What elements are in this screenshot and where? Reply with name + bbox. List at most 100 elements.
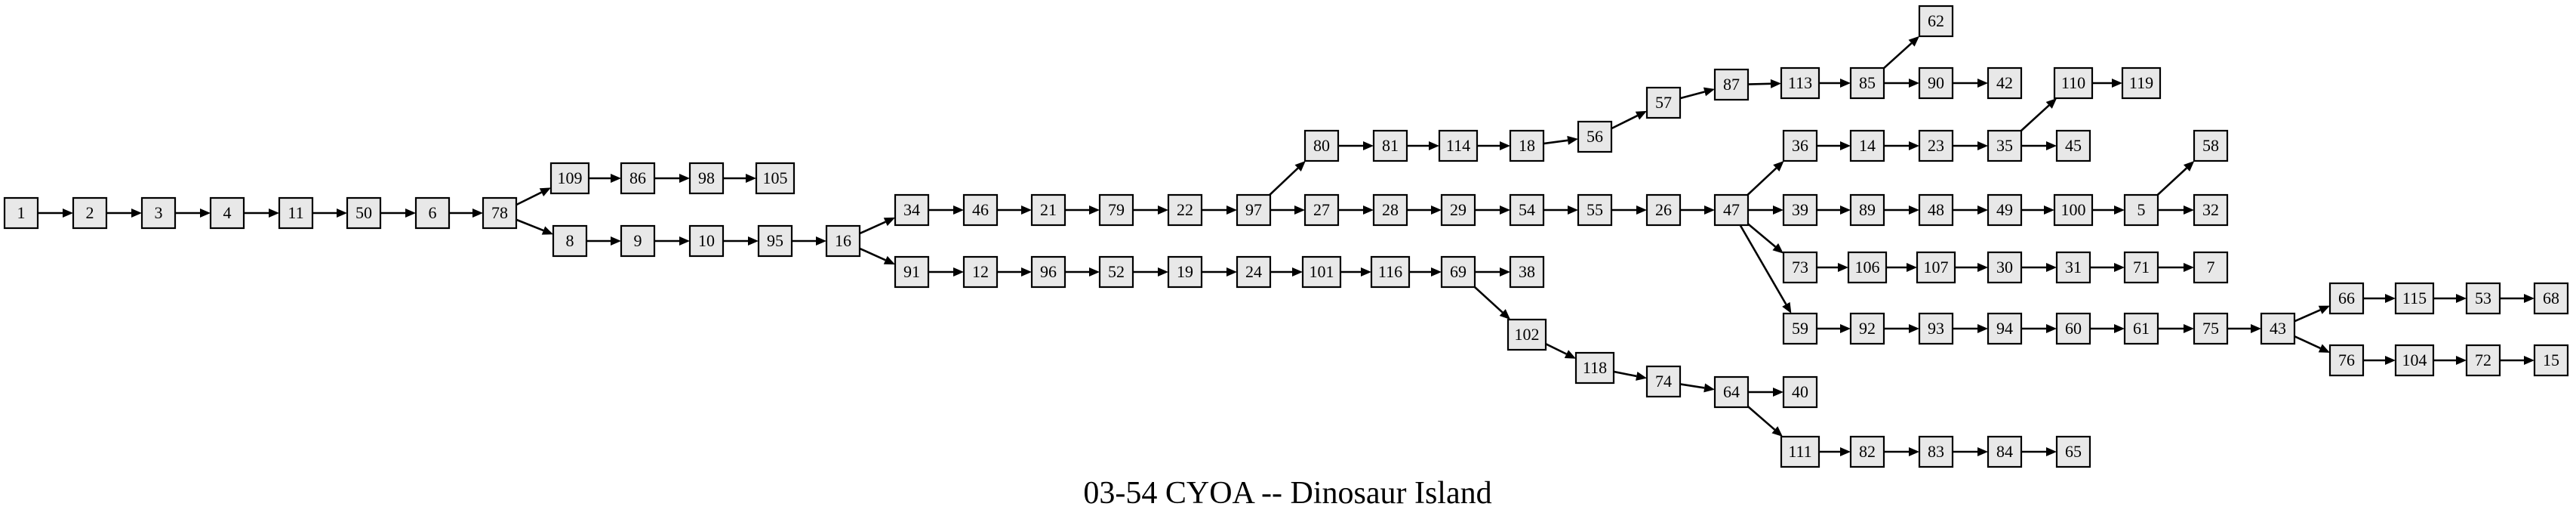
node-75: 75 [2193,312,2229,345]
node-box [688,224,725,258]
node-label: 111 [1788,442,1811,461]
node-label: 82 [1859,442,1876,461]
node-18: 18 [1509,129,1545,162]
arrowhead-icon [2046,263,2057,272]
edge-69-to-102 [1474,286,1511,320]
node-label: 107 [1924,258,1949,276]
arrowhead-icon [1907,263,1917,272]
node-85: 85 [1849,66,1885,100]
node-label: 54 [1519,200,1535,219]
edge-47-to-39 [1748,205,1784,215]
arrowhead-icon [1363,205,1374,215]
node-box [1370,255,1411,289]
node-label: 59 [1792,319,1808,338]
edge-31-to-71 [2090,263,2125,272]
edge-14-to-23 [1884,141,1919,150]
edge-85-to-90 [1884,79,1919,88]
arrowhead-icon [1703,87,1715,97]
arrowhead-icon [63,209,73,218]
edge-71-to-7 [2158,263,2194,272]
arrowhead-icon [1568,205,1578,215]
node-82: 82 [1849,435,1885,468]
node-label: 40 [1792,382,1808,401]
node-label: 50 [355,203,372,222]
node-box [1509,255,1545,289]
node-83: 83 [1918,435,1954,468]
arrowhead-icon [2524,356,2534,365]
node-box [1301,255,1342,289]
arrowhead-icon [2114,324,2125,333]
node-label: 73 [1792,258,1808,276]
node-105: 105 [755,162,796,195]
edge-39-to-89 [1817,205,1851,215]
node-93: 93 [1918,312,1954,345]
node-6: 6 [414,196,451,230]
arrowhead-icon [1499,309,1511,320]
edge-116-to-69 [1409,267,1442,276]
node-29: 29 [1440,193,1476,227]
arrowhead-icon [1770,79,1781,88]
node-label: 27 [1313,200,1330,219]
node-40: 40 [1782,375,1818,409]
node-label: 21 [1040,200,1057,219]
node-label: 92 [1859,319,1876,338]
edge-100-to-5 [2092,205,2125,215]
arrowhead-icon [1704,205,1715,215]
node-label: 18 [1519,136,1535,155]
node-box [1987,312,2023,345]
node-box [2123,312,2159,345]
arrowhead-icon [1361,267,1371,276]
node-label: 12 [972,262,989,281]
node-5: 5 [2123,193,2159,227]
node-box [2121,66,2162,100]
edge-34-to-46 [928,205,964,215]
arrowhead-icon [1500,205,1510,215]
node-label: 75 [2202,319,2219,338]
edge-47-to-59 [1739,224,1792,314]
node-label: 115 [2402,289,2427,307]
node-27: 27 [1303,193,1340,227]
node-79: 79 [1098,193,1134,227]
edge-110-to-119 [2092,79,2122,88]
arrowhead-icon [2114,263,2125,272]
node-label: 43 [2270,319,2286,338]
node-label: 105 [763,168,788,187]
arrowhead-icon [1703,383,1715,393]
node-box [2328,344,2365,377]
arrowhead-icon [1908,36,1919,47]
edge-94-to-60 [2021,324,2057,333]
arrowhead-icon [1636,372,1647,381]
node-label: 10 [698,231,715,250]
node-box [1509,193,1545,227]
node-label: 56 [1587,127,1603,146]
node-label: 58 [2202,136,2219,155]
node-57: 57 [1645,86,1682,119]
edge-69-to-38 [1475,267,1510,276]
arrowhead-icon [1021,267,1032,276]
edge-73-to-106 [1817,263,1848,272]
edge-95-to-16 [792,236,826,246]
edge-74-to-64 [1679,383,1715,393]
edges-layer [38,36,2534,456]
edge-43-to-76 [2294,335,2330,353]
node-box [2123,251,2159,284]
node-label: 53 [2475,289,2491,307]
node-1: 1 [3,196,39,230]
node-box [2053,193,2094,227]
node-box [1574,351,1615,385]
node-box [552,224,588,258]
node-label: 118 [1583,358,1607,377]
node-101: 101 [1301,255,1342,289]
edge-118-to-74 [1613,370,1647,381]
edge-104-to-72 [2433,356,2467,365]
edge-101-to-116 [1340,267,1371,276]
node-66: 66 [2328,282,2365,315]
node-28: 28 [1372,193,1408,227]
node-label: 69 [1450,262,1467,281]
node-label: 95 [767,231,783,250]
edge-93-to-94 [1953,324,1988,333]
arrowhead-icon [1773,205,1784,215]
node-label: 29 [1450,200,1467,219]
arrowhead-icon [1773,161,1784,171]
